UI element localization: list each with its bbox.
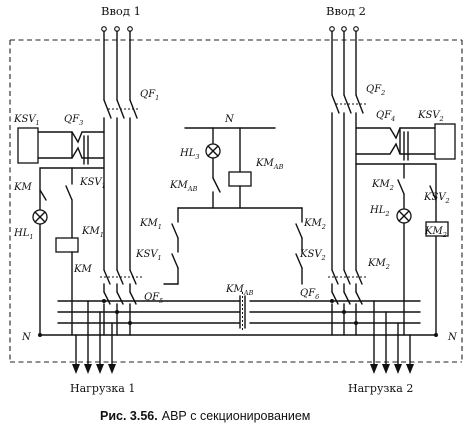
hl2-label: HL2 (369, 205, 390, 218)
km1-center-label: KM1 (139, 218, 162, 231)
right-control-circuit (355, 163, 449, 336)
figure-caption: Рис. 3.56. АВР с секционированием (100, 409, 310, 423)
input-1-feeder (101, 26, 140, 271)
ksv2-relay-block (355, 123, 456, 161)
caption-number: Рис. 3.56. (100, 409, 158, 423)
hl3-label: HL3 (179, 148, 200, 161)
km-ab-contact-label: KMАВ (169, 180, 198, 193)
caption-text: АВР с секционированием (162, 409, 311, 423)
ksv2-center-label: KSV2 (299, 249, 326, 262)
left-control-circuit (32, 167, 105, 336)
qf5-label: QF5 (144, 292, 163, 305)
enclosure-frame (9, 39, 463, 363)
km2-right-contact-label: KM2 (371, 179, 394, 192)
input-1-label: Ввод 1 (101, 4, 141, 18)
ksv2-label: KSV2 (417, 110, 444, 123)
km1-left-label: KM1 (81, 226, 104, 239)
ksv-left-2-label: KSV1 (79, 177, 106, 190)
left-main-contactor (100, 269, 142, 336)
ksv1-relay-block (17, 127, 105, 165)
center-left-branch (163, 207, 179, 285)
qf3-label: QF3 (64, 114, 83, 127)
ksv1-center-label: KSV1 (135, 249, 162, 262)
km-left-coil-label: KM (73, 264, 92, 275)
km-left-contact-label: KM (13, 182, 32, 193)
ksv-right-2-label: KSV2 (423, 192, 450, 205)
right-main-contactor (328, 269, 368, 336)
n-top-label: N (224, 114, 235, 125)
qf1-label: QF1 (140, 89, 159, 102)
qf4-label: QF4 (376, 110, 395, 123)
input-2-label: Ввод 2 (326, 4, 366, 18)
qf2-label: QF2 (366, 84, 385, 97)
km2-center-label: KM2 (303, 218, 326, 231)
km2-right-coil-label: KM2 (424, 226, 447, 239)
ksv1-label: KSV1 (13, 114, 40, 127)
n-right-label: N (447, 332, 458, 343)
junction-dots (38, 299, 438, 337)
load-1-arrows (72, 300, 116, 374)
input-2-feeder (329, 26, 368, 271)
center-right-branch (295, 207, 303, 285)
km-ab-bus-label: KMАВ (225, 284, 254, 297)
load-1-label: Нагрузка 1 (70, 382, 135, 395)
hl1-label: HL1 (13, 228, 34, 241)
load-2-label: Нагрузка 2 (348, 382, 413, 395)
n-left-label: N (21, 332, 32, 343)
km-ab-top-label: KMАВ (255, 158, 284, 171)
km2-right-main-label: KM2 (367, 258, 390, 271)
load-2-arrows (370, 300, 414, 374)
qf6-label: QF6 (300, 288, 319, 301)
center-ats-control (177, 127, 303, 209)
